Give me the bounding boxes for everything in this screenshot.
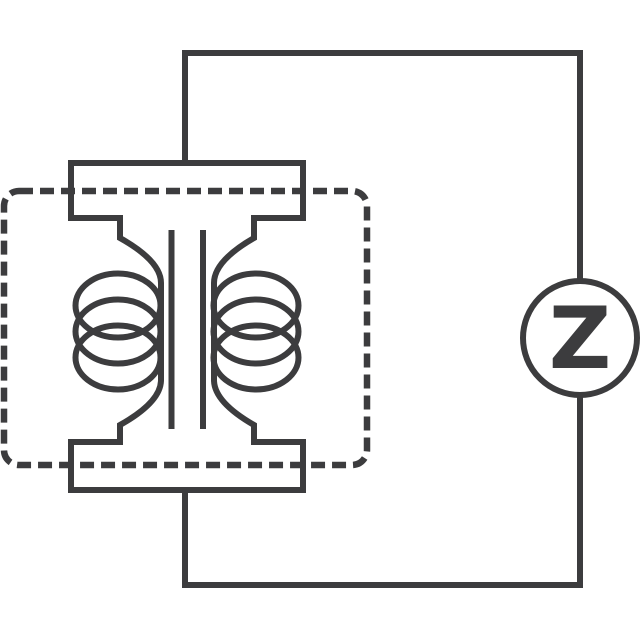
impedance-label: Z — [549, 289, 611, 389]
winding-turn — [72, 322, 164, 393]
shield-boundary-dashed — [0, 187, 371, 469]
winding-turn — [72, 296, 164, 367]
winding-right — [210, 270, 302, 393]
winding-left — [72, 270, 164, 393]
impedance-circle — [520, 278, 640, 398]
wire-bottom — [182, 395, 583, 588]
transformer-symbol — [68, 160, 306, 493]
winding-turn — [210, 270, 302, 341]
impedance-element: Z — [520, 278, 640, 398]
wire-top — [182, 50, 583, 281]
winding-turn — [210, 296, 302, 367]
bobbin-outline — [68, 160, 306, 493]
winding-turn — [210, 322, 302, 393]
winding-turn — [72, 270, 164, 341]
